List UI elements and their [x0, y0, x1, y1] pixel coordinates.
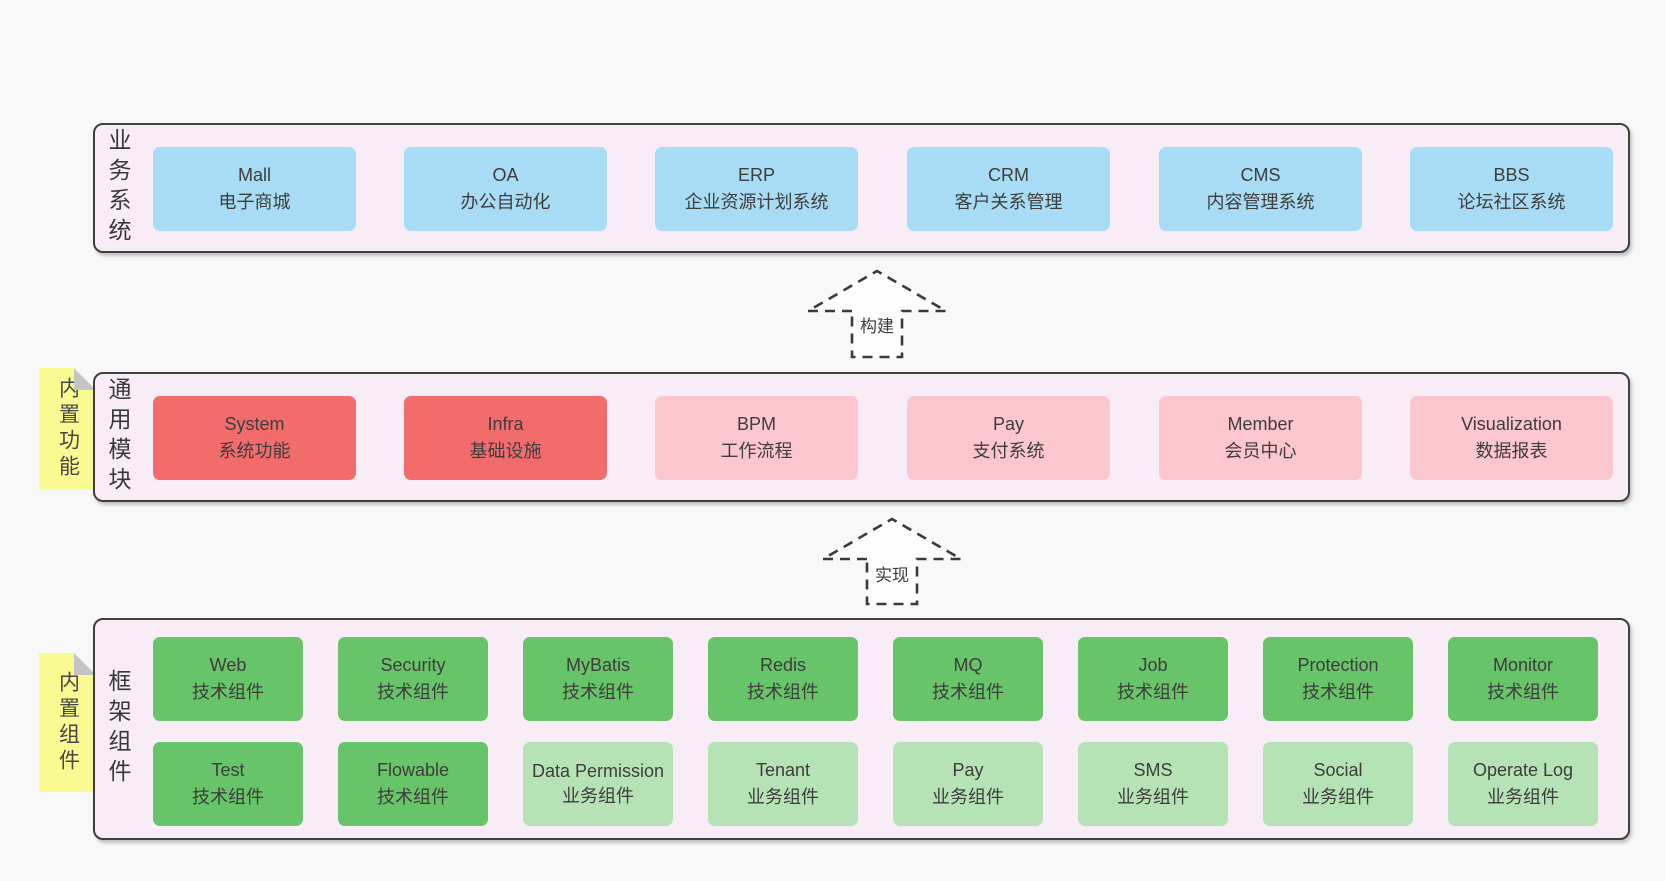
box-title: Flowable	[376, 760, 450, 780]
component-box-social: Social 业务组件	[1263, 742, 1413, 826]
business-box-mall: Mall 电子商城	[153, 147, 356, 231]
box-desc: 电子商城	[218, 192, 291, 212]
box-desc: 业务组件	[562, 786, 634, 806]
box-desc: 技术组件	[932, 682, 1004, 702]
box-desc: 技术组件	[562, 682, 634, 702]
component-box-redis: Redis 技术组件	[708, 637, 858, 721]
component-box-operate-log: Operate Log 业务组件	[1448, 742, 1598, 826]
component-box-security: Security 技术组件	[338, 637, 488, 721]
box-title: Member	[1227, 414, 1294, 434]
module-box-bpm: BPM 工作流程	[655, 396, 858, 480]
box-title: BPM	[736, 414, 776, 434]
box-desc: 数据报表	[1475, 441, 1548, 461]
box-desc: 技术组件	[377, 787, 449, 807]
box-desc: 技术组件	[192, 787, 264, 807]
business-box-bbs: BBS 论坛社区系统	[1410, 147, 1613, 231]
box-desc: 技术组件	[192, 682, 264, 702]
box-desc: 技术组件	[1302, 682, 1374, 702]
business-box-crm: CRM 客户关系管理	[907, 147, 1110, 231]
component-box-web: Web 技术组件	[153, 637, 303, 721]
module-box-system: System 系统功能	[153, 396, 356, 480]
box-desc: 内容管理系统	[1206, 192, 1315, 212]
box-desc: 业务组件	[1302, 787, 1374, 807]
box-desc: 技术组件	[1487, 682, 1559, 702]
sticky-note-builtin-components: 内置组件	[39, 653, 96, 792]
box-desc: 业务组件	[932, 787, 1004, 807]
component-box-data-permission: Data Permission 业务组件	[523, 742, 673, 826]
box-title: ERP	[737, 165, 775, 185]
box-desc: 业务组件	[1117, 787, 1189, 807]
box-title: Pay	[952, 760, 984, 780]
box-desc: 会员中心	[1224, 441, 1297, 461]
band-label-common-modules: 通用模块	[105, 377, 131, 497]
component-box-flowable: Flowable 技术组件	[338, 742, 488, 826]
box-title: Operate Log	[1472, 760, 1574, 780]
component-box-protection: Protection 技术组件	[1263, 637, 1413, 721]
box-title: Web	[209, 655, 247, 675]
business-box-oa: OA 办公自动化	[404, 147, 607, 231]
box-desc: 办公自动化	[460, 192, 551, 212]
band-label-business-systems: 业务系统	[105, 128, 131, 248]
sticky-note-label: 内置功能	[56, 377, 80, 481]
box-desc: 论坛社区系统	[1457, 192, 1566, 212]
box-title: CMS	[1240, 165, 1281, 185]
box-title: Redis	[759, 655, 807, 675]
component-box-tenant: Tenant 业务组件	[708, 742, 858, 826]
box-desc: 技术组件	[1117, 682, 1189, 702]
module-box-pay: Pay 支付系统	[907, 396, 1110, 480]
box-desc: 系统功能	[218, 441, 291, 461]
box-desc: 技术组件	[377, 682, 449, 702]
arrow-label: 构建	[856, 312, 898, 337]
box-title: Security	[380, 655, 446, 675]
arrow-label: 实现	[871, 561, 913, 586]
box-desc: 业务组件	[747, 787, 819, 807]
business-box-erp: ERP 企业资源计划系统	[655, 147, 858, 231]
module-box-member: Member 会员中心	[1159, 396, 1362, 480]
sticky-note-label: 内置组件	[56, 670, 80, 775]
box-title: OA	[492, 165, 519, 185]
box-desc: 业务组件	[1487, 787, 1559, 807]
box-title: BBS	[1493, 165, 1530, 185]
box-desc: 客户关系管理	[954, 192, 1063, 212]
box-desc: 技术组件	[747, 682, 819, 702]
up-arrow-build: 构建	[805, 268, 949, 360]
box-desc: 工作流程	[720, 441, 793, 461]
box-title: MQ	[953, 655, 983, 675]
box-title: Infra	[487, 414, 524, 434]
box-title: Visualization	[1461, 414, 1562, 434]
component-box-sms: SMS 业务组件	[1078, 742, 1228, 826]
box-title: Job	[1138, 655, 1168, 675]
business-box-cms: CMS 内容管理系统	[1159, 147, 1362, 231]
box-title: Test	[211, 760, 245, 780]
box-title: CRM	[988, 165, 1029, 185]
box-title: Pay	[992, 414, 1025, 434]
module-box-visualization: Visualization 数据报表	[1410, 396, 1613, 480]
sticky-note-builtin-features: 内置功能	[39, 368, 96, 490]
box-desc: 企业资源计划系统	[684, 192, 829, 212]
box-title: Data Permission	[531, 761, 665, 781]
band-label-framework-components: 框架组件	[105, 669, 131, 789]
component-box-mybatis: MyBatis 技术组件	[523, 637, 673, 721]
box-title: System	[224, 414, 285, 434]
component-box-mq: MQ 技术组件	[893, 637, 1043, 721]
box-title: Tenant	[755, 760, 811, 780]
component-box-test: Test 技术组件	[153, 742, 303, 826]
component-box-job: Job 技术组件	[1078, 637, 1228, 721]
box-title: Monitor	[1492, 655, 1554, 675]
box-title: Mall	[237, 165, 271, 185]
up-arrow-implement: 实现	[820, 517, 964, 607]
box-title: SMS	[1133, 760, 1173, 780]
module-box-infra: Infra 基础设施	[404, 396, 607, 480]
component-box-monitor: Monitor 技术组件	[1448, 637, 1598, 721]
box-title: MyBatis	[565, 655, 630, 675]
box-title: Social	[1313, 760, 1363, 780]
box-desc: 基础设施	[469, 441, 542, 461]
box-title: Protection	[1297, 655, 1379, 675]
component-box-pay: Pay 业务组件	[893, 742, 1043, 826]
box-desc: 支付系统	[972, 441, 1045, 461]
